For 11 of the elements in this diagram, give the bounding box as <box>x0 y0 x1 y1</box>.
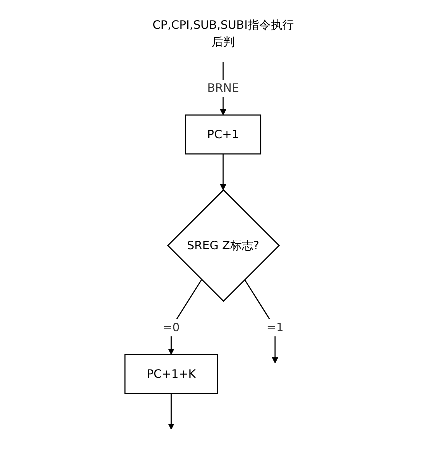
arrow <box>168 394 175 430</box>
arrow <box>168 280 203 355</box>
edge-label: =0 <box>163 320 180 335</box>
edge-label: =1 <box>267 320 284 335</box>
node-text: CP,CPI,SUB,SUBI指令执行后判 <box>153 18 294 49</box>
edge-label: BRNE <box>208 81 240 96</box>
node-diamond: SREG Z标志? <box>168 189 280 302</box>
node-box: PC+1 <box>186 114 262 155</box>
node-box: PC+1+K <box>125 354 219 394</box>
arrow <box>244 280 279 364</box>
arrow <box>220 154 227 190</box>
